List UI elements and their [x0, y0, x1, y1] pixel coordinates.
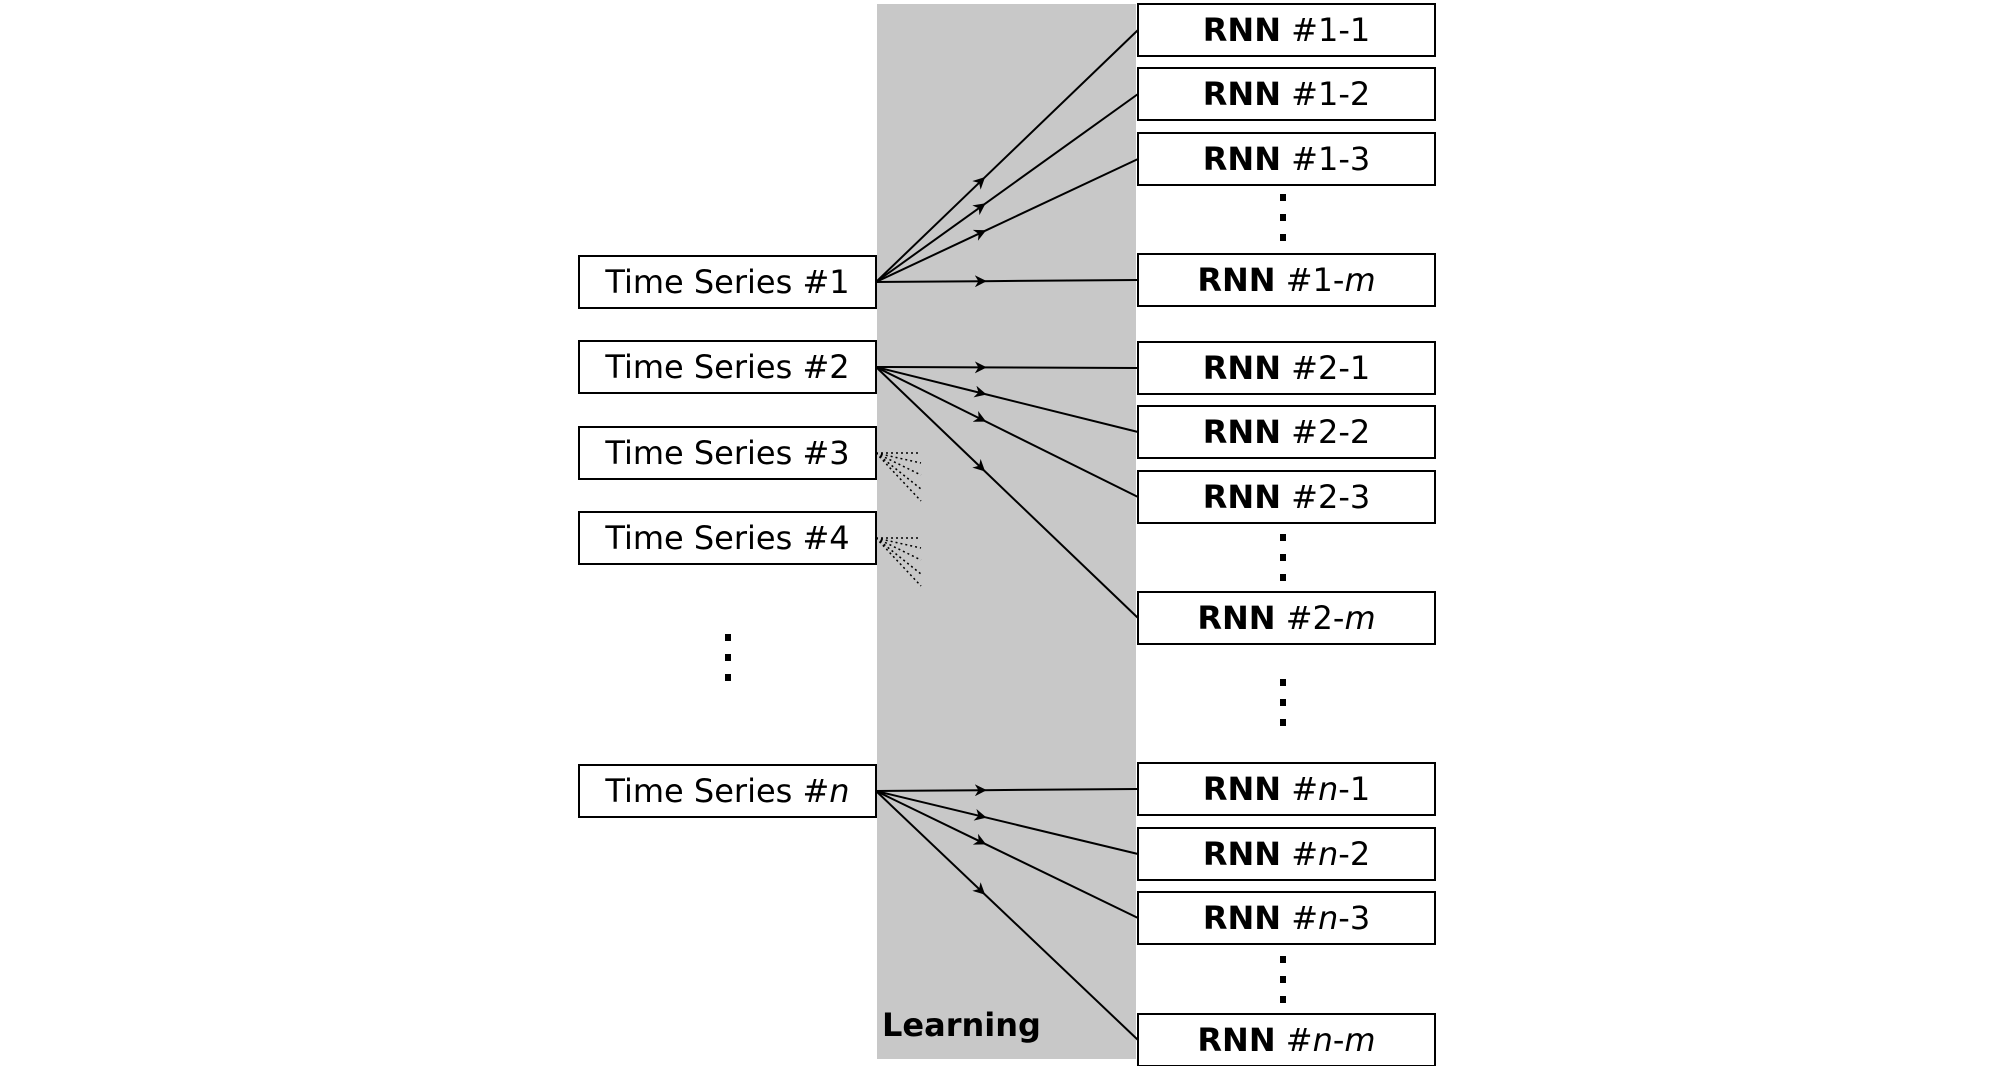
vdots-rnn-n: [1280, 956, 1286, 1003]
dotted-stubs: [875, 452, 922, 587]
connection-arrow: [875, 93, 1139, 283]
connection-arrow: [875, 275, 1139, 288]
rnn-label: RNN #2-1: [1203, 349, 1370, 387]
rnn-label: RNN #2-m: [1197, 599, 1375, 637]
learning-band: [877, 4, 1136, 1059]
rnn-box-border: [1137, 470, 1436, 524]
time-series-boxes: Time Series #1 Time Series #2 Time Series …: [578, 255, 877, 818]
rnn-label: RNN #2-2: [1203, 413, 1370, 451]
rnn-box: RNN #1-1: [1137, 3, 1436, 57]
connection-arrow: [875, 790, 1139, 855]
rnn-box-border: [1137, 253, 1436, 307]
time-series-box-border: [578, 426, 877, 480]
rnn-label: RNN #1-3: [1203, 140, 1370, 178]
vdots-rnn-1: [1280, 194, 1286, 241]
dotted-connection: [875, 537, 922, 587]
connection-arrow: [875, 784, 1139, 797]
connection-arrow: [875, 366, 1139, 433]
connections: [875, 29, 1139, 1041]
rnn-box-border: [1137, 405, 1436, 459]
rnn-box: RNN #n-3: [1137, 891, 1436, 945]
time-series-box-border: [578, 255, 877, 309]
rnn-box: RNN #2-3: [1137, 470, 1436, 524]
rnn-box-border: [1137, 891, 1436, 945]
connection-arrow: [875, 29, 1139, 283]
time-series-label: Time Series #4: [604, 519, 849, 557]
connection-arrow: [875, 158, 1139, 283]
rnn-label: RNN #2-3: [1203, 478, 1370, 516]
rnn-box: RNN #n-1: [1137, 762, 1436, 816]
time-series-box-border: [578, 764, 877, 818]
rnn-box: RNN #2-1: [1137, 341, 1436, 395]
connection-arrow: [875, 366, 1139, 498]
rnn-box: RNN #2-2: [1137, 405, 1436, 459]
rnn-label: RNN #1-2: [1203, 75, 1370, 113]
time-series-box: Time Series #4: [578, 511, 877, 565]
time-series-box-border: [578, 511, 877, 565]
time-series-box: Time Series #3: [578, 426, 877, 480]
rnn-box: RNN #n-m: [1137, 1013, 1436, 1066]
time-series-label: Time Series #2: [604, 348, 849, 386]
dotted-connection: [875, 452, 922, 476]
time-series-box: Time Series #1: [578, 255, 877, 309]
rnn-box-border: [1137, 132, 1436, 186]
rnn-box-border: [1137, 341, 1436, 395]
time-series-box-border: [578, 340, 877, 394]
vdots-rnn-middle: [1280, 679, 1286, 726]
rnn-box: RNN #1-2: [1137, 67, 1436, 121]
time-series-label: Time Series #n: [604, 772, 849, 810]
connection-arrow: [875, 366, 1139, 619]
rnn-box-border: [1137, 1013, 1436, 1066]
rnn-box: RNN #1-3: [1137, 132, 1436, 186]
vdots-rnn-2: [1280, 534, 1286, 581]
vdots-time-series: [725, 634, 731, 681]
vdots-group: [725, 194, 1286, 1003]
time-series-label: Time Series #3: [604, 434, 849, 472]
rnn-box: RNN #n-2: [1137, 827, 1436, 881]
dotted-connection: [875, 452, 922, 502]
rnn-box-border: [1137, 67, 1436, 121]
learning-label: Learning: [882, 1006, 1041, 1044]
rnn-label: RNN #n-1: [1203, 770, 1370, 808]
rnn-box-border: [1137, 827, 1436, 881]
dotted-connection: [875, 537, 922, 561]
connection-arrow: [875, 790, 1139, 919]
rnn-box: RNN #2-m: [1137, 591, 1436, 645]
connection-arrow: [875, 361, 1139, 374]
rnn-label: RNN #1-m: [1197, 261, 1375, 299]
rnn-box-border: [1137, 3, 1436, 57]
rnn-label: RNN #n-m: [1197, 1021, 1375, 1059]
rnn-box-border: [1137, 591, 1436, 645]
rnn-box: RNN #1-m: [1137, 253, 1436, 307]
rnn-label: RNN #n-3: [1203, 899, 1370, 937]
time-series-label: Time Series #1: [604, 263, 849, 301]
rnn-box-border: [1137, 762, 1436, 816]
time-series-box: Time Series #2: [578, 340, 877, 394]
time-series-box: Time Series #n: [578, 764, 877, 818]
rnn-label: RNN #1-1: [1203, 11, 1370, 49]
rnn-label: RNN #n-2: [1203, 835, 1370, 873]
connection-arrow: [875, 790, 1139, 1041]
